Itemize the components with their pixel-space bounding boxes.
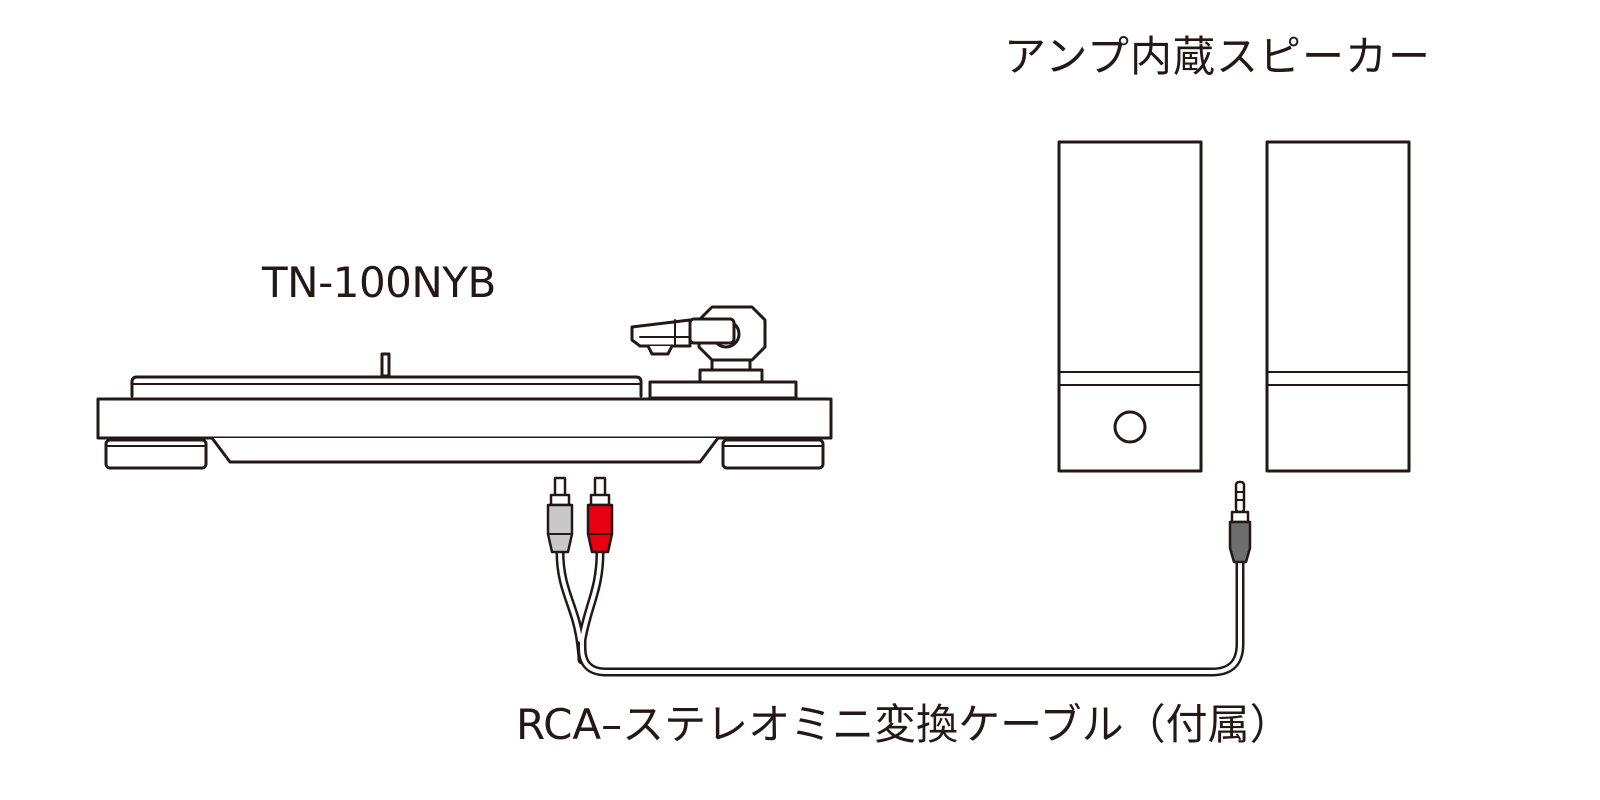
- speaker-label: アンプ内蔵スピーカー: [1004, 32, 1432, 81]
- rca-stereo-mini-cable: [546, 476, 1252, 677]
- stereo-mini-plug: [1228, 480, 1252, 564]
- speaker-right: [1265, 140, 1411, 473]
- speaker-left: [1057, 140, 1203, 473]
- turntable-label: TN-100NYB: [262, 258, 496, 307]
- rca-plug-white: [546, 476, 574, 554]
- rca-plug-red: [586, 476, 614, 554]
- turntable-illustration: [96, 305, 833, 470]
- volume-knob: [1113, 410, 1147, 444]
- cable-label: RCA–ステレオミニ変換ケーブル（付属）: [516, 700, 1292, 749]
